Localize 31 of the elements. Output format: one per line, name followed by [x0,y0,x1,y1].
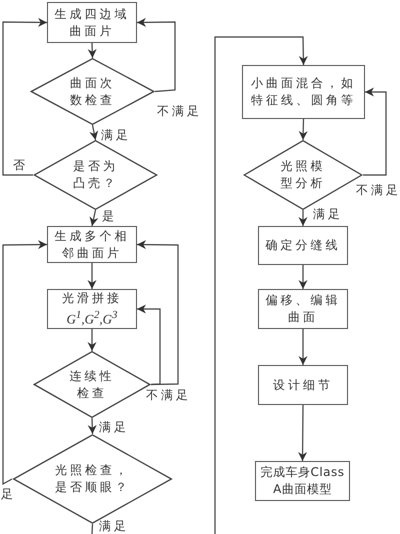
edge-label: 否 [13,158,28,172]
arrow [298,265,308,289]
edge-label: 不满足 [356,183,400,197]
decision-diamond: 曲面次数检查 [30,58,155,125]
process-box: 生成多个相邻曲面片 [47,226,137,263]
process-box: 生成四边域曲面片 [47,2,137,43]
process-box: 光滑拼接 G$^{1}$,G$^{2}$,G$^{3}$ [47,289,137,329]
arrow [137,18,176,92]
arrow [2,240,47,486]
arrow [89,124,98,140]
arrow [88,329,96,351]
arrow [363,88,387,176]
connector [91,524,94,534]
arrow [298,329,308,365]
arrow [88,418,97,434]
arrow [90,210,98,226]
decision-diamond: 是否为凸壳？ [33,140,158,210]
arrow [88,42,97,58]
arrow [137,304,161,386]
arrow [214,36,308,534]
arrow [2,18,47,176]
arrow [298,118,308,140]
process-box: 小曲面混合，如特征线、圆角等 [242,65,365,119]
process-box: 完成车身Class A曲面模型 [255,461,350,501]
arrow [298,405,308,461]
arrow [88,263,96,289]
arrow [298,210,308,226]
arrow [137,240,179,386]
process-box: 偏移、编辑曲面 [258,289,348,329]
process-box: 确定分缝线 [258,226,348,265]
process-box: 设计细节 [258,365,348,405]
